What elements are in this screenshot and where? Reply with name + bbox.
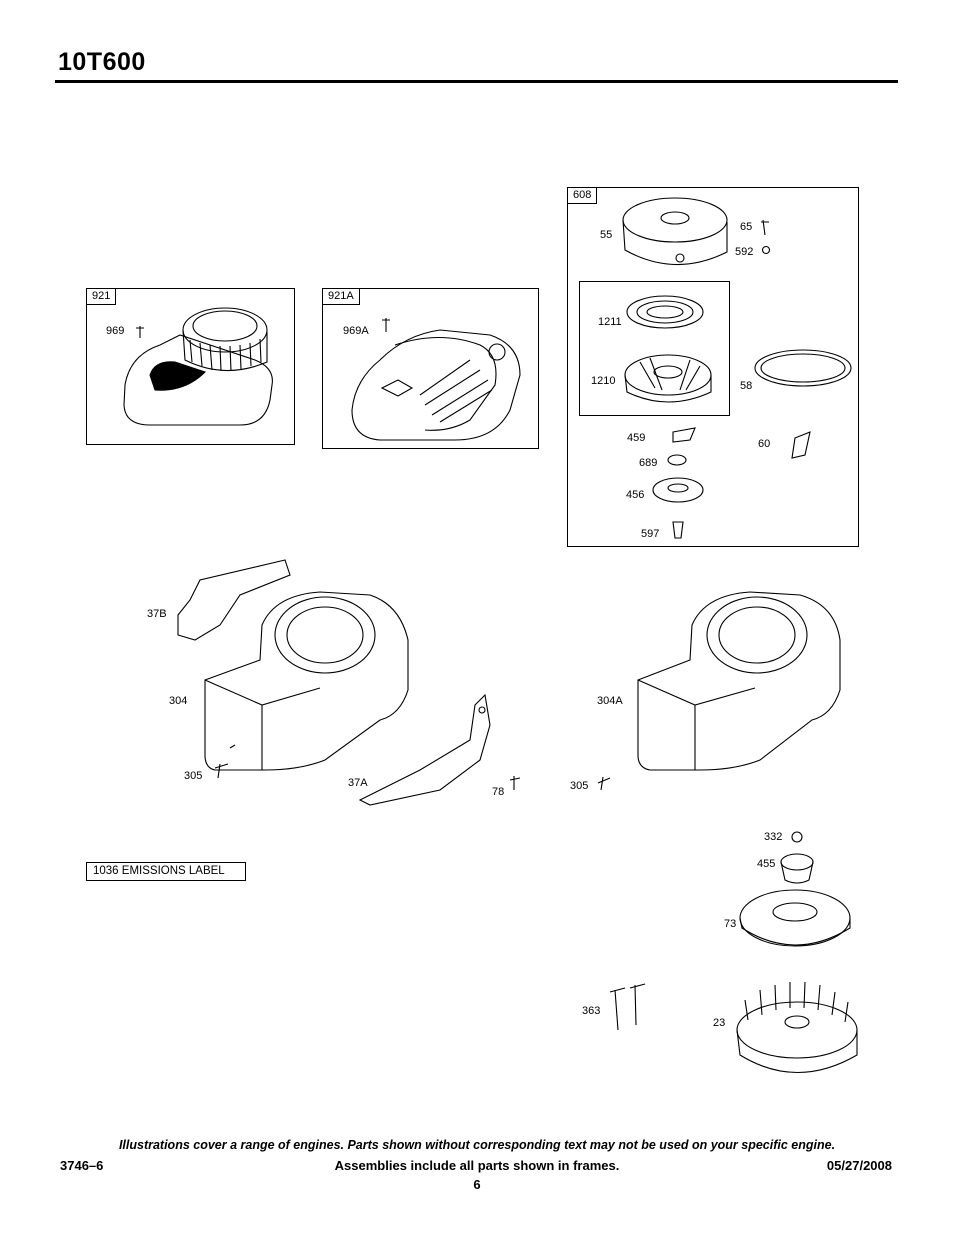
page-title: 10T600 xyxy=(58,48,146,76)
emissions-label-box: 1036 EMISSIONS LABEL xyxy=(86,862,246,881)
part-label-597: 597 xyxy=(641,528,660,540)
flywheel-group-drawing xyxy=(609,831,858,1074)
part-label-969a: 969A xyxy=(343,325,369,337)
frame-608-sub xyxy=(579,281,730,416)
part-label-1211: 1211 xyxy=(598,316,622,328)
part-label-304: 304 xyxy=(169,695,188,707)
footer-date: 05/27/2008 xyxy=(826,1158,892,1173)
rewind-starter-608-drawing xyxy=(622,197,852,539)
part-label-455: 455 xyxy=(757,858,776,870)
blower-cover-921-drawing xyxy=(123,307,273,426)
frame-921a-tag: 921A xyxy=(322,288,360,305)
part-label-37a: 37A xyxy=(348,777,368,789)
part-label-37b: 37B xyxy=(147,608,167,620)
part-label-689: 689 xyxy=(639,457,658,469)
part-label-23: 23 xyxy=(713,1017,726,1029)
part-label-459: 459 xyxy=(627,432,646,444)
frame-608: 608 xyxy=(567,187,859,547)
blower-housing-304-drawing xyxy=(177,559,409,771)
part-label-305-right: 305 xyxy=(570,780,589,792)
blower-housing-304a-drawing xyxy=(637,591,841,771)
part-label-969: 969 xyxy=(106,325,125,337)
frame-921a: 921A xyxy=(322,288,539,449)
part-label-58: 58 xyxy=(740,380,753,392)
part-label-1210: 1210 xyxy=(591,375,616,387)
part-label-456: 456 xyxy=(626,489,645,501)
frame-921-tag: 921 xyxy=(86,288,117,305)
blower-cover-921a-drawing xyxy=(351,318,521,441)
air-guide-37a-drawing xyxy=(214,693,611,806)
part-label-65: 65 xyxy=(740,221,753,233)
part-label-305-left: 305 xyxy=(184,770,203,782)
part-label-60: 60 xyxy=(758,438,771,450)
part-label-55: 55 xyxy=(600,229,613,241)
footer-note: Illustrations cover a range of engines. … xyxy=(118,1138,836,1152)
part-label-78: 78 xyxy=(492,786,505,798)
frame-608-tag: 608 xyxy=(567,187,598,204)
page-number: 6 xyxy=(473,1177,481,1192)
part-label-332: 332 xyxy=(764,831,783,843)
frame-921: 921 xyxy=(86,288,295,445)
footer-doc-number: 3746–6 xyxy=(60,1158,104,1173)
footer-assemblies-note: Assemblies include all parts shown in fr… xyxy=(334,1158,620,1173)
title-rule xyxy=(55,80,898,83)
part-label-304a: 304A xyxy=(597,695,623,707)
part-label-73: 73 xyxy=(724,918,737,930)
part-label-592: 592 xyxy=(735,246,754,258)
part-label-363: 363 xyxy=(582,1005,601,1017)
